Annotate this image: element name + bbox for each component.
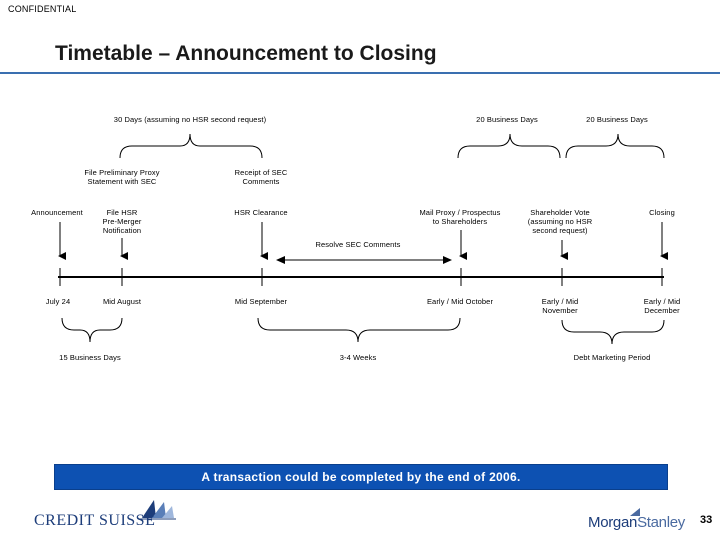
confidential-label: CONFIDENTIAL [8,4,77,14]
event-hsr-clearance: HSR Clearance [234,208,288,217]
top-bracket-label-30-days: 30 Days (assuming no HSR second request) [113,115,267,124]
top-brace-30-days [119,133,263,159]
date-july-24: July 24 [45,297,71,306]
event-file-preliminary-proxy: File Preliminary Proxy Statement with SE… [84,168,160,186]
morgan-word: Morgan [588,514,638,531]
page-title: Timetable – Announcement to Closing [55,42,437,65]
top-bracket-label-20-days-2: 20 Business Days [586,115,648,124]
top-bracket-label-20-days-1: 20 Business Days [476,115,538,124]
event-file-hsr: File HSR Pre-Merger Notification [102,208,142,235]
date-mid-august: Mid August [102,297,142,306]
resolve-sec-arrow-left-head [276,256,285,264]
event-receipt-sec-comments: Receipt of SEC Comments [234,168,288,186]
bottom-bracket-label-15-days: 15 Business Days [59,353,121,362]
bottom-bracket-label-3-4-weeks: 3-4 Weeks [339,353,377,362]
top-brace-20-days-2 [565,133,665,159]
credit-suisse-logo: CREDIT SUISSE [34,498,184,532]
resolve-sec-arrow-right-head [443,256,452,264]
title-rule [0,72,720,74]
stanley-word: Stanley [637,514,685,531]
ms-mark-icon [630,508,640,516]
date-early-mid-october: Early / Mid October [426,297,494,306]
sails-icon [140,500,176,520]
top-brace-20-days-1 [457,133,561,159]
event-shareholder-vote: Shareholder Vote (assuming no HSR second… [527,208,593,235]
summary-banner: A transaction could be completed by the … [54,464,668,490]
credit-suisse-wordmark: CREDIT SUISSE [34,512,156,529]
event-closing: Closing [649,208,675,217]
morgan-stanley-logo: MorganStanley [588,508,698,534]
page-number: 33 [700,514,713,526]
bottom-bracket-label-debt-marketing: Debt Marketing Period [573,353,651,362]
bottom-brace-15-days [61,317,123,343]
bottom-brace-3-4-weeks [257,317,461,343]
event-announcement: Announcement [31,208,83,217]
bottom-brace-debt-marketing [561,319,665,345]
resolve-sec-comments-label: Resolve SEC Comments [315,240,401,249]
date-early-mid-december: Early / Mid December [643,297,681,315]
morgan-stanley-wordmark: MorganStanley [588,514,685,531]
event-mail-proxy: Mail Proxy / Prospectus to Shareholders [419,208,501,226]
date-mid-september: Mid September [234,297,288,306]
date-early-mid-november: Early / Mid November [541,297,579,315]
